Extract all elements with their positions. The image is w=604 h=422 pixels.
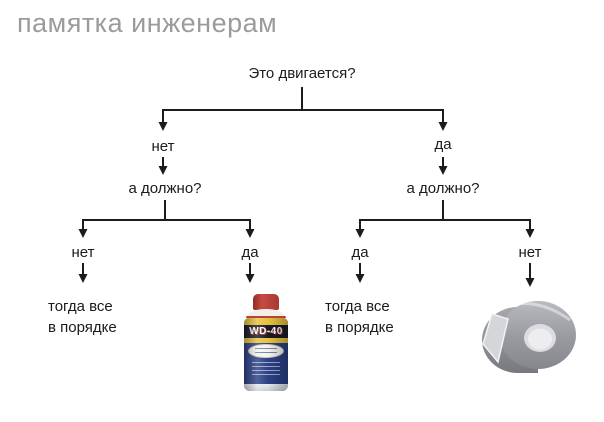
level1-answer-no: нет bbox=[151, 138, 175, 155]
wd40-can-image: WD-40 bbox=[244, 294, 288, 397]
right-answer-no: нет bbox=[518, 244, 542, 261]
result-ok-left-line2: в порядке bbox=[48, 319, 117, 336]
wd40-oval-logo bbox=[248, 344, 284, 358]
wd40-yellow-band-thin bbox=[244, 338, 288, 343]
right-answer-yes: да bbox=[351, 244, 369, 261]
left-answer-yes: да bbox=[241, 244, 259, 261]
tape-hole bbox=[528, 328, 552, 350]
tape-top-highlight bbox=[503, 302, 571, 322]
result-ok-mid-line2: в порядке bbox=[325, 319, 394, 336]
right-question: а должно? bbox=[406, 180, 480, 197]
wd40-brand-label: WD-40 bbox=[244, 325, 288, 338]
duct-tape-image bbox=[482, 301, 576, 373]
result-ok-left-line1: тогда все bbox=[48, 298, 113, 315]
result-ok-left: тогда все в порядке bbox=[48, 296, 117, 338]
wd40-oval-zone bbox=[244, 343, 288, 359]
duct-tape-roll bbox=[482, 301, 576, 373]
result-ok-mid-line1: тогда все bbox=[325, 298, 390, 315]
wd40-cap bbox=[253, 294, 279, 310]
result-ok-mid: тогда все в порядке bbox=[325, 296, 394, 338]
level1-answer-yes: да bbox=[434, 136, 452, 153]
left-question: а должно? bbox=[128, 180, 202, 197]
root-question: Это двигается? bbox=[248, 65, 356, 82]
left-answer-no: нет bbox=[71, 244, 95, 261]
wd40-body: WD-40 bbox=[244, 318, 288, 391]
page-title: памятка инженерам bbox=[17, 8, 278, 38]
wd40-yellow-band bbox=[244, 318, 288, 325]
wd40-bottom-rim bbox=[244, 384, 288, 391]
wd40-shoulder bbox=[246, 309, 286, 318]
wd40-blue-label-area bbox=[244, 359, 288, 384]
tape-peeled-flap bbox=[482, 313, 509, 364]
